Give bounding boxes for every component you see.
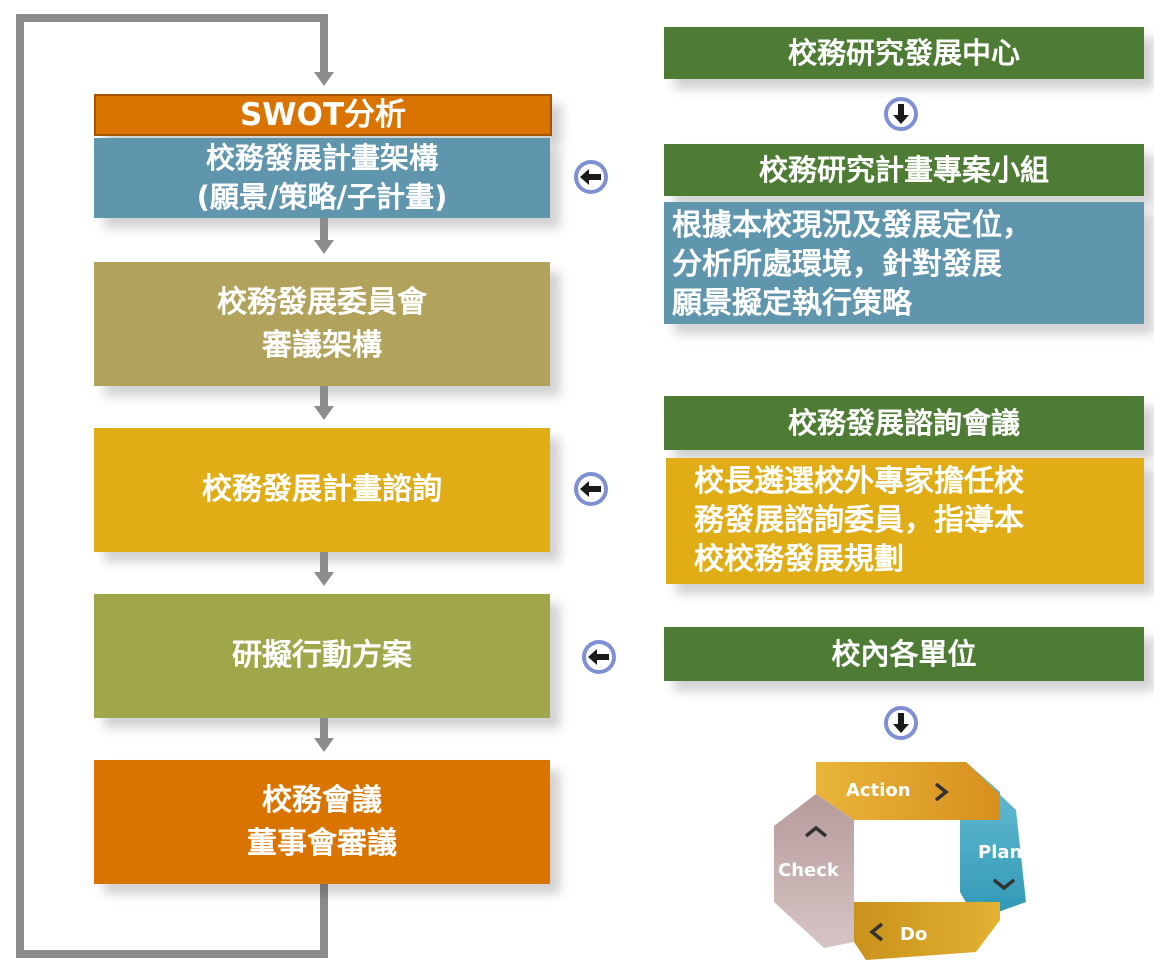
framework-box: 校務發展計畫架構 (願景/策略/子計畫) (94, 138, 550, 218)
action-plan-label: 研擬行動方案 (232, 638, 412, 674)
pdca-cycle: Action Plan Do Check (764, 752, 1054, 966)
connector-4 (320, 718, 328, 740)
check-segment (774, 794, 854, 948)
advisory-header: 校務發展諮詢會議 (664, 396, 1144, 450)
connector-1-arrow (314, 240, 334, 254)
cycle-action-label: Action (846, 780, 911, 801)
left-arrow-icon (574, 472, 608, 506)
connector-1 (320, 218, 328, 242)
board-label: 校務會議 董事會審議 (247, 782, 397, 862)
loop-line-left (16, 14, 24, 958)
loop-line-top (16, 14, 328, 22)
cycle-check-label: Check (778, 860, 839, 881)
framework-label: 校務發展計畫架構 (願景/策略/子計畫) (196, 140, 448, 214)
loop-line-exit (320, 880, 328, 958)
loop-line-entry (320, 14, 328, 72)
task-force-header: 校務研究計畫專案小組 (664, 144, 1144, 196)
chevron-left-icon (869, 922, 884, 942)
committee-box: 校務發展委員會 審議架構 (94, 262, 550, 386)
down-arrow-icon (884, 97, 918, 131)
advisory-description: 校長遴選校外專家擔任校 務發展諮詢委員，指導本 校校務發展規劃 (666, 458, 1144, 584)
connector-2-arrow (314, 406, 334, 420)
advisory-label: 校務發展諮詢會議 (787, 405, 1020, 440)
loop-line-bottom (16, 950, 328, 958)
swot-label: SWOT分析 (239, 96, 407, 133)
action-segment (816, 762, 1000, 820)
pdca-cycle-graphic (774, 762, 1026, 960)
action-plan-box: 研擬行動方案 (94, 594, 550, 718)
task-force-description: 根據本校現況及發展定位， 分析所處環境，針對發展 願景擬定執行策略 (664, 202, 1144, 324)
left-arrow-icon (574, 160, 608, 194)
loop-entry-arrow (314, 72, 334, 86)
units-header: 校內各單位 (664, 627, 1144, 681)
do-segment (854, 902, 1000, 960)
connector-2 (320, 386, 328, 408)
cycle-do-label: Do (900, 924, 928, 945)
chevron-down-icon (992, 878, 1016, 891)
connector-4-arrow (314, 738, 334, 752)
task-force-label: 校務研究計畫專案小組 (758, 152, 1049, 187)
board-box: 校務會議 董事會審議 (94, 760, 550, 884)
cycle-plan-label: Plan (978, 842, 1023, 863)
connector-3-arrow (314, 572, 334, 586)
chevron-right-icon (934, 782, 949, 802)
consult-box: 校務發展計畫諮詢 (94, 428, 550, 552)
swot-box: SWOT分析 (94, 94, 552, 136)
units-label: 校內各單位 (831, 636, 977, 671)
center-header: 校務研究發展中心 (664, 27, 1144, 79)
connector-3 (320, 552, 328, 574)
plan-segment (960, 762, 1026, 920)
down-arrow-icon (884, 706, 918, 740)
chevron-up-icon (804, 825, 828, 838)
center-label: 校務研究發展中心 (787, 35, 1020, 70)
committee-label: 校務發展委員會 審議架構 (217, 284, 427, 364)
consult-label: 校務發展計畫諮詢 (202, 472, 442, 508)
left-arrow-icon (582, 640, 616, 674)
